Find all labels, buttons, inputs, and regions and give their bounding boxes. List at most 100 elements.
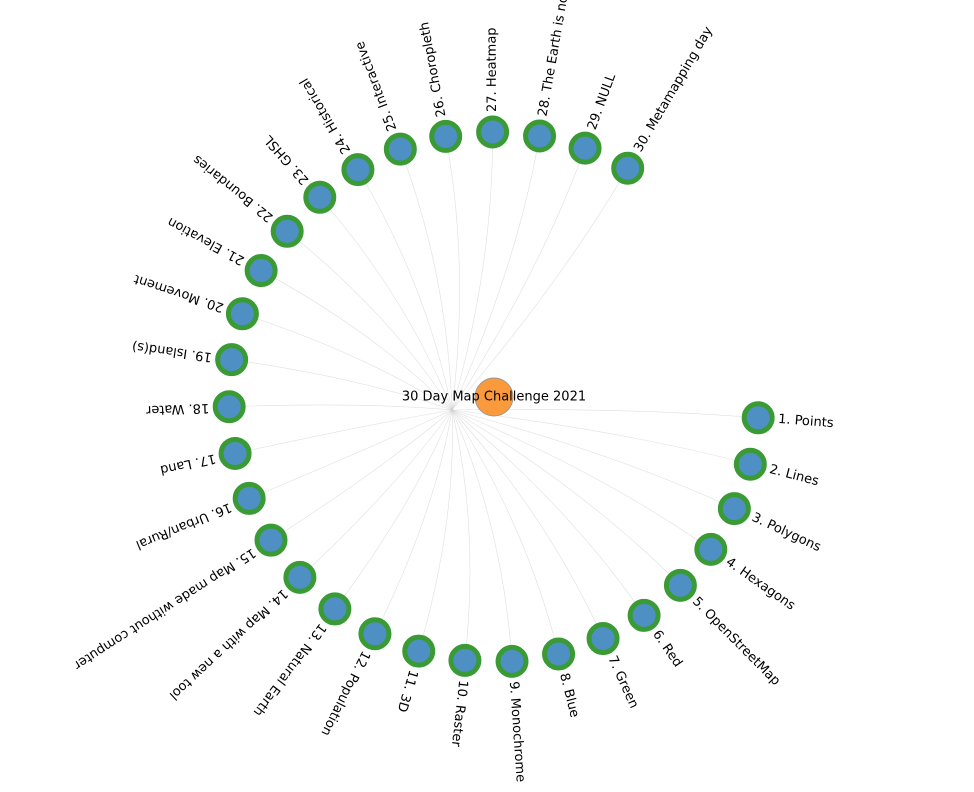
leaf-node[interactable]	[383, 132, 417, 166]
link	[451, 409, 559, 655]
leaf-node[interactable]	[542, 637, 576, 671]
leaf-node-group[interactable]: 10. Raster	[448, 643, 482, 748]
leaf-label: 9. Monochrome	[506, 681, 528, 783]
leaf-node[interactable]	[283, 560, 317, 594]
leaf-node-group[interactable]: 4. Hexagons	[694, 532, 798, 614]
leaf-node-group[interactable]: 15. Map made without computer	[70, 523, 288, 673]
leaf-label: 5. OpenStreetMap	[689, 594, 783, 689]
leaf-node[interactable]	[611, 151, 645, 185]
leaf-node[interactable]	[448, 643, 482, 677]
leaf-node-group[interactable]: 23. GHSL	[261, 131, 337, 214]
leaf-node-group[interactable]: 8. Blue	[542, 637, 582, 719]
link	[451, 168, 628, 411]
leaf-node-group[interactable]: 2. Lines	[733, 447, 821, 489]
leaf-label: 2. Lines	[768, 462, 821, 489]
link	[334, 409, 453, 610]
leaf-node[interactable]	[212, 390, 246, 424]
leaf-label: 11. 3D	[394, 668, 421, 714]
leaf-node-group[interactable]: 9. Monochrome	[495, 644, 529, 783]
leaf-node[interactable]	[318, 592, 352, 626]
link	[451, 409, 645, 616]
leaf-label: 16. Urban/Rural	[133, 499, 233, 552]
root-node-group[interactable]: 30 Day Map Challenge 2021	[402, 377, 586, 417]
leaf-node[interactable]	[717, 492, 751, 526]
leaf-label: 19. Island(s)	[131, 338, 213, 364]
link	[242, 313, 453, 411]
leaf-node-group[interactable]: 26. Choropleth	[417, 21, 463, 153]
leaf-node[interactable]	[495, 644, 529, 678]
leaf-label: 22. Boundaries	[190, 151, 276, 224]
link	[319, 197, 453, 411]
leaf-label: 29. NULL	[585, 71, 619, 132]
leaf-node-group[interactable]: 14. Map with a new tool	[166, 560, 317, 703]
leaf-node-group[interactable]: 25. Interactive	[353, 39, 417, 166]
leaf-node[interactable]	[627, 598, 661, 632]
leaf-node[interactable]	[568, 131, 602, 165]
link	[229, 404, 453, 411]
leaf-node[interactable]	[358, 617, 392, 651]
leaf-label: 13. Natural Earth	[250, 620, 329, 718]
link	[299, 409, 453, 578]
leaf-label: 27. Heatmap	[485, 27, 500, 112]
leaf-node-group[interactable]: 19. Island(s)	[131, 338, 249, 377]
link	[451, 135, 540, 411]
leaf-node-group[interactable]: 18. Water	[145, 390, 246, 424]
leaf-label: 20. Movement	[132, 271, 226, 315]
leaf-node[interactable]	[244, 254, 278, 288]
leaf-node[interactable]	[225, 297, 259, 331]
leaf-node-group[interactable]: 20. Movement	[132, 271, 259, 331]
leaf-node[interactable]	[402, 634, 436, 668]
leaf-node[interactable]	[476, 115, 510, 149]
link	[374, 409, 453, 634]
leaf-node-group[interactable]: 28. The Earth is not flat	[523, 0, 577, 153]
link	[270, 409, 453, 541]
leaf-node-group[interactable]: 29. NULL	[568, 71, 619, 165]
link	[451, 409, 735, 509]
leaf-node-group[interactable]: 6. Red	[627, 598, 685, 670]
leaf-label: 17. Land	[159, 450, 217, 477]
leaf-node-group[interactable]: 3. Polygons	[717, 492, 823, 556]
link	[451, 409, 604, 639]
leaf-node[interactable]	[218, 436, 252, 470]
leaf-label: 6. Red	[649, 628, 685, 670]
leaf-node-group[interactable]: 24. Historical	[297, 75, 375, 187]
leaf-node[interactable]	[303, 180, 337, 214]
leaf-node[interactable]	[586, 622, 620, 656]
leaf-node-group[interactable]: 21. Elevation	[165, 214, 278, 288]
link	[445, 136, 460, 411]
leaf-label: 10. Raster	[448, 679, 470, 748]
link	[451, 132, 493, 411]
leaf-node-group[interactable]: 12. Population	[317, 617, 392, 738]
leaf-node[interactable]	[523, 119, 557, 153]
root-node[interactable]	[474, 377, 514, 417]
leaf-node-group[interactable]: 30. Metamapping day	[611, 24, 717, 185]
leaf-node[interactable]	[232, 481, 266, 515]
leaf-node[interactable]	[741, 401, 775, 435]
link	[418, 409, 453, 652]
leaf-label: 30. Metamapping day	[631, 24, 716, 155]
leaf-node-group[interactable]: 16. Urban/Rural	[133, 481, 266, 552]
leaf-node[interactable]	[694, 532, 728, 566]
link	[231, 359, 453, 411]
links-layer	[229, 132, 759, 662]
link	[286, 231, 453, 411]
leaf-node[interactable]	[429, 119, 463, 153]
leaf-node[interactable]	[733, 447, 767, 481]
leaf-node-group[interactable]: 27. Heatmap	[476, 27, 510, 149]
link	[400, 149, 453, 411]
link	[451, 148, 586, 411]
leaf-node[interactable]	[341, 153, 375, 187]
leaf-node[interactable]	[663, 568, 697, 602]
leaf-node[interactable]	[215, 343, 249, 377]
link	[451, 409, 471, 661]
leaf-node-group[interactable]: 11. 3D	[394, 634, 436, 714]
leaf-label: 3. Polygons	[749, 510, 823, 555]
leaf-node-group[interactable]: 17. Land	[159, 436, 252, 477]
leaf-node[interactable]	[254, 523, 288, 557]
leaf-node-group[interactable]: 7. Green	[586, 622, 641, 711]
leaf-label: 26. Choropleth	[417, 21, 449, 118]
leaf-node[interactable]	[270, 214, 304, 248]
leaf-label: 24. Historical	[297, 75, 354, 156]
leaf-node-group[interactable]: 1. Points	[741, 401, 834, 435]
